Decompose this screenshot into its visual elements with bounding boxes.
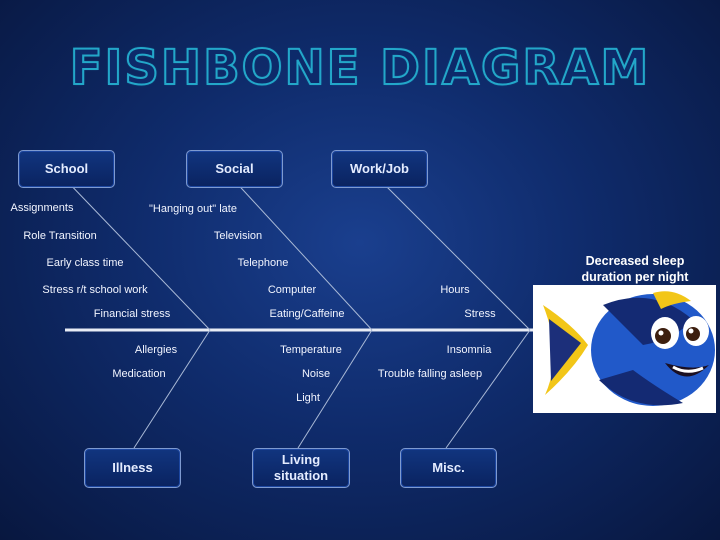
category-misc: Misc.	[400, 448, 497, 488]
diagram-title: FISHBONE DIAGRAM	[69, 39, 651, 97]
cause-temperature: Temperature	[280, 344, 342, 356]
bone-illness	[133, 329, 211, 449]
cause-hanging-out-late: "Hanging out" late	[149, 203, 237, 215]
bone-work-job	[379, 179, 531, 331]
cause-television: Television	[213, 230, 263, 242]
bone-school	[63, 177, 211, 331]
bone-misc	[445, 329, 531, 449]
category-social: Social	[186, 150, 283, 188]
cause-stress-school-work: Stress r/t school work	[42, 284, 148, 296]
effect-label: Decreased sleep duration per night	[581, 254, 689, 284]
bone-social	[231, 177, 373, 331]
category-illness: Illness	[84, 448, 181, 488]
cause-financial-stress: Financial stress	[93, 308, 171, 320]
cause-early-class-time: Early class time	[46, 257, 124, 269]
bone-living-situation	[297, 329, 373, 449]
cause-noise: Noise	[301, 368, 331, 380]
cause-light: Light	[296, 392, 320, 404]
fish-image	[533, 285, 716, 413]
category-school: School	[18, 150, 115, 188]
cause-stress: Stress	[464, 308, 496, 320]
cause-insomnia: Insomnia	[446, 344, 492, 356]
cause-role-transition: Role Transition	[23, 230, 97, 242]
category-work-job: Work/Job	[331, 150, 428, 188]
cause-hours: Hours	[440, 284, 470, 296]
cause-allergies: Allergies	[134, 344, 178, 356]
cause-trouble-falling-asleep: Trouble falling asleep	[377, 368, 483, 380]
cause-eating-caffeine: Eating/Caffeine	[269, 308, 345, 320]
cause-assignments: Assignments	[10, 202, 74, 214]
category-living-situation: Living situation	[252, 448, 350, 488]
cause-computer: Computer	[267, 284, 317, 296]
cause-telephone: Telephone	[237, 257, 289, 269]
cause-medication: Medication	[112, 368, 166, 380]
